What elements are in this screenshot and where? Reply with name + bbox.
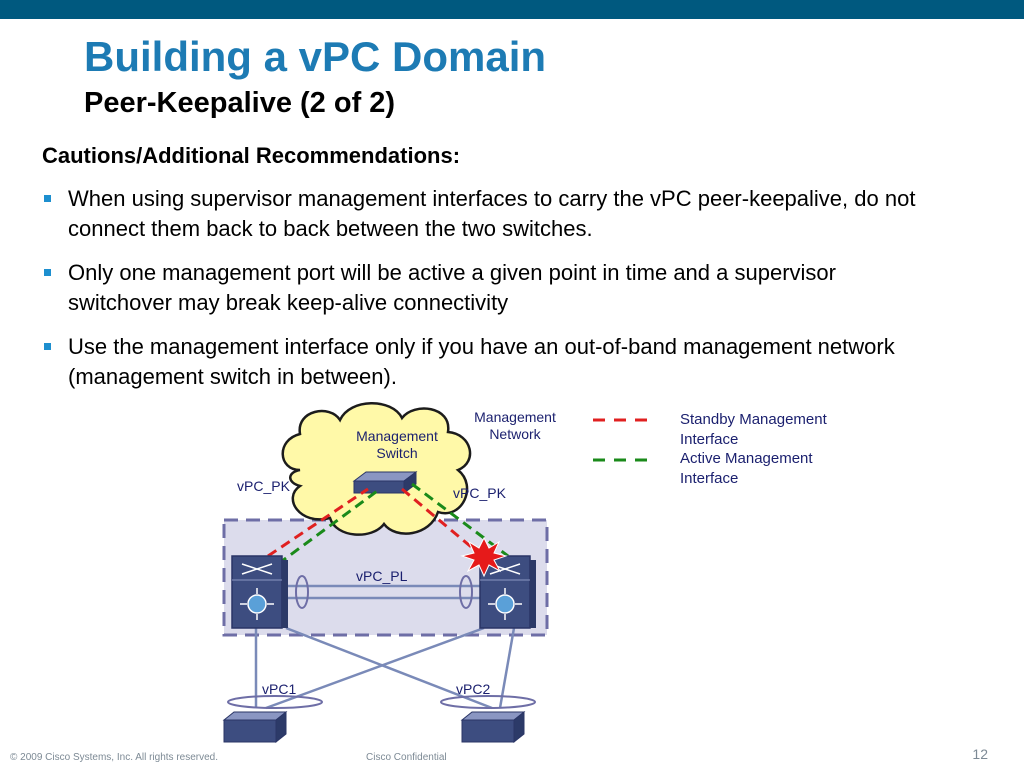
nexus-switch-icon (231, 555, 288, 629)
active-management-link (277, 487, 381, 566)
legend-active-label: Active Management Interface (680, 450, 813, 487)
bullet-square-icon (44, 195, 51, 202)
footer-confidential: Cisco Confidential (366, 752, 447, 763)
legend-standby-label: Standby Management Interface (680, 411, 827, 448)
vpc-downlinks (254, 626, 516, 710)
bullet-square-icon (44, 343, 51, 350)
active-management-link (411, 482, 509, 558)
vpc1-bundle (227, 695, 323, 709)
management-switch-label: Management Switch (356, 428, 438, 461)
slide-subtitle: Peer-Keepalive (2 of 2) (84, 87, 396, 119)
access-switch-icon (460, 710, 526, 744)
bullet-item: When using supervisor management interfa… (42, 184, 942, 244)
bullet-text: When using supervisor management interfa… (68, 186, 916, 241)
vpc-pk-right-label: vPC_PK (453, 485, 506, 501)
slide-title: Building a vPC Domain (84, 33, 547, 80)
bullet-text: Use the management interface only if you… (68, 334, 895, 389)
standby-management-link (401, 487, 483, 558)
footer-copyright: © 2009 Cisco Systems, Inc. All rights re… (10, 752, 219, 763)
cloud-icon (281, 402, 472, 536)
failure-burst-icon (460, 536, 508, 578)
section-heading: Cautions/Additional Recommendations: (42, 143, 461, 168)
vpc-pk-left-label: vPC_PK (237, 478, 290, 494)
nexus-switch-icon (479, 555, 536, 629)
bullet-text: Only one management port will be active … (68, 260, 836, 315)
access-switch-icon (222, 710, 288, 744)
header-bar (0, 0, 1024, 19)
bullet-item: Only one management port will be active … (42, 258, 942, 318)
vpc2-bundle (440, 695, 536, 709)
bullet-list: When using supervisor management interfa… (42, 184, 942, 406)
standby-management-link (267, 487, 369, 558)
vpc1-label: vPC1 (262, 681, 297, 697)
management-network-label: Management Network (474, 409, 556, 442)
vpc-peer-link (286, 584, 484, 600)
management-switch-icon (352, 471, 418, 494)
vpc-pl-label: vPC_PL (356, 568, 408, 584)
bullet-item: Use the management interface only if you… (42, 332, 942, 392)
page-number: 12 (972, 746, 988, 762)
bullet-square-icon (44, 269, 51, 276)
vpc2-label: vPC2 (456, 681, 491, 697)
